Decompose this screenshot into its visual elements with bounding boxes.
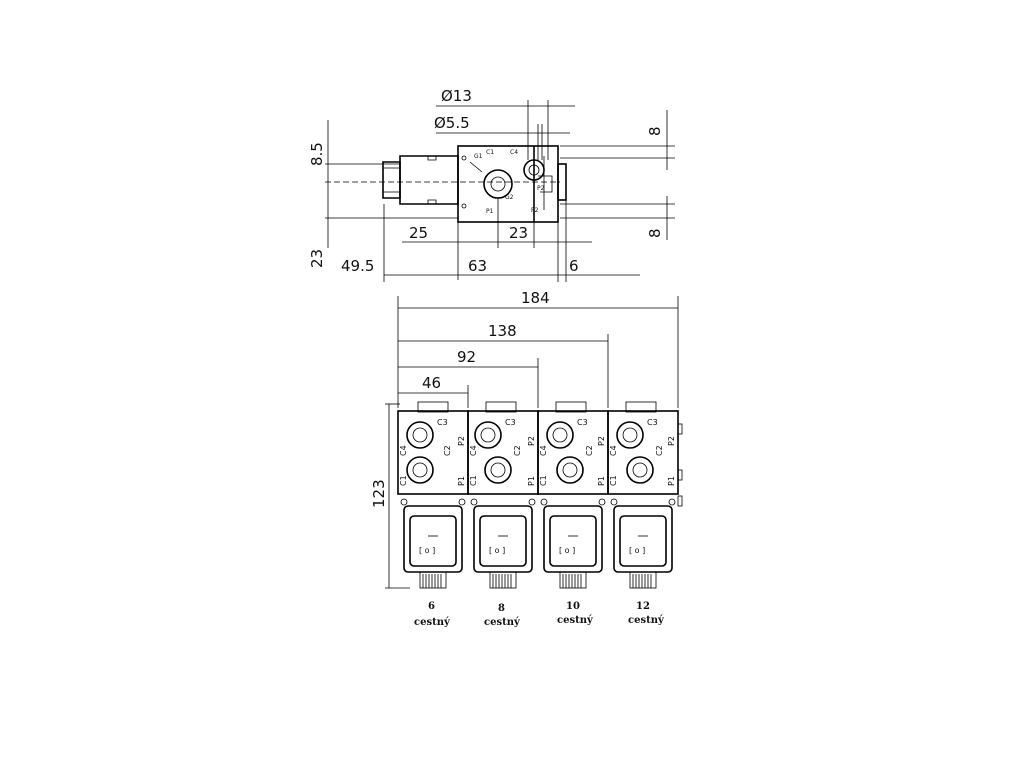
svg-text:C3: C3 <box>647 418 658 427</box>
port-label-side: P2 <box>537 185 545 192</box>
dim-138: 138 <box>488 322 517 340</box>
svg-text:[ o ]: [ o ] <box>629 546 645 555</box>
dim-h23: 23 <box>308 249 326 268</box>
svg-text:P2: P2 <box>457 436 466 446</box>
svg-text:P1: P1 <box>527 476 536 486</box>
module-1-label: cestný <box>414 617 451 628</box>
dim-d13: Ø13 <box>441 87 472 105</box>
valve-module-2: C3 C4 C2 C1 P2 P1 [ o ] <box>467 401 539 589</box>
svg-text:P2: P2 <box>667 436 676 446</box>
svg-text:C1: C1 <box>539 475 548 486</box>
dim-h8-bot: 8 <box>646 228 664 238</box>
dim-w25: 25 <box>409 224 428 242</box>
svg-text:C4: C4 <box>469 445 478 456</box>
front-view: 184 138 92 46 123 C3 C4 C2 C1 P2 P <box>370 289 683 628</box>
dim-w63: 63 <box>468 257 487 275</box>
svg-text:[ o ]: [ o ] <box>419 546 435 555</box>
dim-h8-top: 8 <box>646 126 664 136</box>
svg-text:[ o ]: [ o ] <box>489 546 505 555</box>
valve-body <box>457 145 559 223</box>
port-label-c4: C4 <box>510 149 518 156</box>
dim-h123: 123 <box>370 479 388 508</box>
port-label-g2: G2 <box>505 194 514 201</box>
module-2-label: cestný <box>484 617 521 628</box>
svg-text:[ o ]: [ o ] <box>559 546 575 555</box>
svg-text:C1: C1 <box>469 475 478 486</box>
svg-text:C1: C1 <box>399 475 408 486</box>
module-3-label: cestný <box>557 615 594 626</box>
dim-d55: Ø5.5 <box>434 114 470 132</box>
svg-text:C3: C3 <box>505 418 516 427</box>
svg-text:C4: C4 <box>399 445 408 456</box>
valve-module-4: C3 C4 C2 C1 P2 P1 [ o ] <box>607 401 679 589</box>
module-2-number: 8 <box>498 603 505 614</box>
connector-body <box>399 155 459 205</box>
port-label-p1: P1 <box>486 208 494 215</box>
port-label-p2: P2 <box>531 207 539 214</box>
dim-w23: 23 <box>509 224 528 242</box>
svg-text:C2: C2 <box>655 445 664 456</box>
port-label-g1: G1 <box>474 153 483 160</box>
dim-92: 92 <box>457 348 476 366</box>
module-4-label: cestný <box>628 615 665 626</box>
svg-text:P2: P2 <box>597 436 606 446</box>
dim-184: 184 <box>521 289 550 307</box>
module-3-number: 10 <box>566 601 580 612</box>
valve-module-3: C3 C4 C2 C1 P2 P1 [ o ] <box>537 401 609 589</box>
dim-h85: 8.5 <box>308 142 326 166</box>
svg-text:P1: P1 <box>457 476 466 486</box>
svg-text:C2: C2 <box>585 445 594 456</box>
svg-text:C2: C2 <box>513 445 522 456</box>
dim-46: 46 <box>422 374 441 392</box>
top-view: C1 C4 G1 P1 G2 P2 Ø13 Ø5.5 8.5 23 8 8 <box>308 87 675 282</box>
module-4-number: 12 <box>636 601 650 612</box>
dim-w495: 49.5 <box>341 257 374 275</box>
module-1-number: 6 <box>428 601 435 612</box>
valve-module-1: C3 C4 C2 C1 P2 P1 [ o ] <box>397 401 469 589</box>
svg-text:P2: P2 <box>527 436 536 446</box>
svg-text:C2: C2 <box>443 445 452 456</box>
svg-text:C3: C3 <box>437 418 448 427</box>
svg-text:C3: C3 <box>577 418 588 427</box>
svg-text:C4: C4 <box>539 445 548 456</box>
svg-text:C4: C4 <box>609 445 618 456</box>
svg-text:P1: P1 <box>667 476 676 486</box>
svg-text:P1: P1 <box>597 476 606 486</box>
svg-text:C1: C1 <box>609 475 618 486</box>
port-label-c1: C1 <box>486 149 494 156</box>
dim-w6: 6 <box>569 257 579 275</box>
